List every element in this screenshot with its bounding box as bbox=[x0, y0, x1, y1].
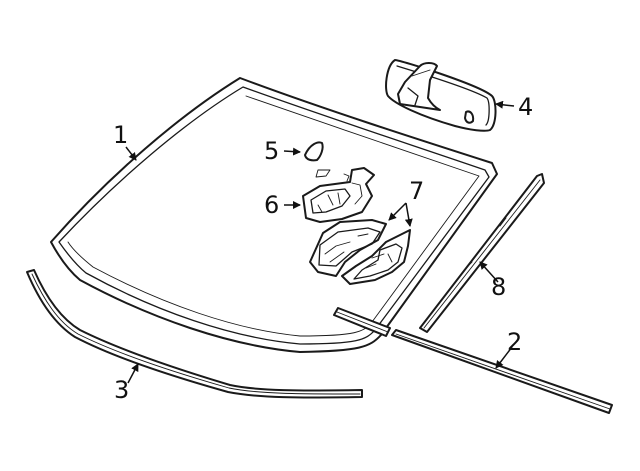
leader-lines bbox=[125, 100, 515, 384]
mounting-bracket bbox=[302, 167, 375, 223]
lower-molding bbox=[26, 269, 363, 399]
trim-covers bbox=[309, 219, 411, 285]
callout-4: 4 bbox=[518, 93, 533, 121]
callout-7: 7 bbox=[409, 177, 424, 205]
side-molding bbox=[333, 307, 613, 414]
rearview-mirror bbox=[385, 59, 497, 132]
callout-1: 1 bbox=[113, 121, 128, 149]
windshield-glass bbox=[50, 77, 498, 353]
callout-6: 6 bbox=[264, 191, 279, 219]
callout-2: 2 bbox=[507, 328, 522, 356]
pillar-molding bbox=[419, 173, 545, 333]
callout-3: 3 bbox=[114, 376, 129, 404]
callout-5: 5 bbox=[264, 137, 279, 165]
sensor-cover bbox=[304, 141, 331, 178]
callout-8: 8 bbox=[491, 273, 506, 301]
